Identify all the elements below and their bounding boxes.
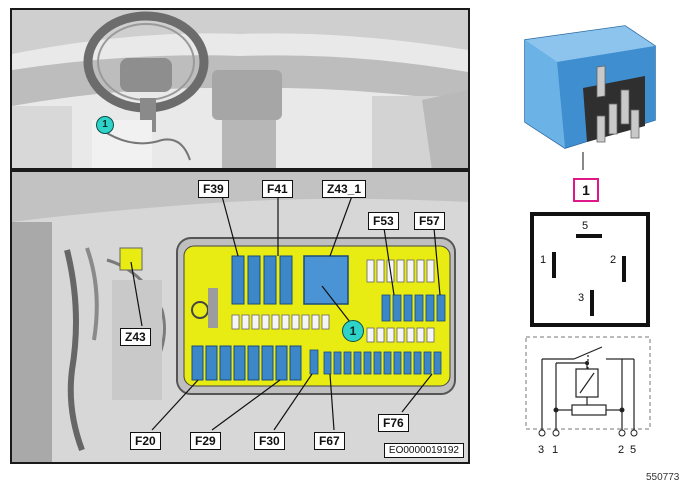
leader-fusebox-marker	[321, 285, 351, 323]
pin-label-5: 5	[582, 220, 589, 232]
callout-f53: F53	[368, 212, 399, 230]
schematic-terminal-2: 2	[618, 444, 624, 456]
pin-bar-5	[576, 234, 602, 238]
pin-bar-2	[622, 256, 626, 282]
relay-schematic: 3 1 2 5	[522, 333, 672, 463]
callout-z43: Z43	[120, 328, 151, 346]
relay-schematic-drawing: 3 1 2 5	[525, 336, 651, 456]
callout-z43-1: Z43_1	[322, 180, 367, 198]
relay-icon	[524, 25, 656, 170]
callout-f29: F29	[190, 432, 221, 450]
pin-label-3: 3	[578, 292, 585, 304]
pin-bar-3	[590, 290, 594, 316]
callout-f20: F20	[130, 432, 161, 450]
relay-illustration	[505, 20, 690, 170]
location-marker-fusebox: 1	[342, 320, 364, 342]
pin-label-1: 1	[540, 254, 547, 266]
pin-label-2: 2	[610, 254, 617, 266]
relay-pinout: 5 1 2 3	[530, 212, 650, 327]
illustration-canvas	[12, 10, 468, 462]
callout-f41: F41	[262, 180, 293, 198]
schematic-terminal-5: 5	[630, 444, 636, 456]
leader-z43	[130, 261, 143, 327]
leader-lines	[151, 195, 441, 431]
location-marker-upper: 1	[96, 116, 114, 134]
dashboard-fusebox-illustration: F39 F41 Z43_1 F53 F57 Z43 F20 F29 F30 F6…	[10, 8, 470, 464]
schematic-terminal-1: 1	[552, 444, 558, 456]
schematic-terminal-3: 3	[538, 444, 544, 456]
callout-f57: F57	[414, 212, 445, 230]
relay-tag: 1	[573, 178, 599, 202]
figure-number: 550773	[646, 472, 680, 483]
pin-bar-1	[552, 252, 556, 278]
callout-f39: F39	[198, 180, 229, 198]
callout-f76: F76	[378, 414, 409, 432]
callout-f30: F30	[254, 432, 285, 450]
document-id: EO0000019192	[383, 443, 464, 458]
callout-f67: F67	[314, 432, 345, 450]
